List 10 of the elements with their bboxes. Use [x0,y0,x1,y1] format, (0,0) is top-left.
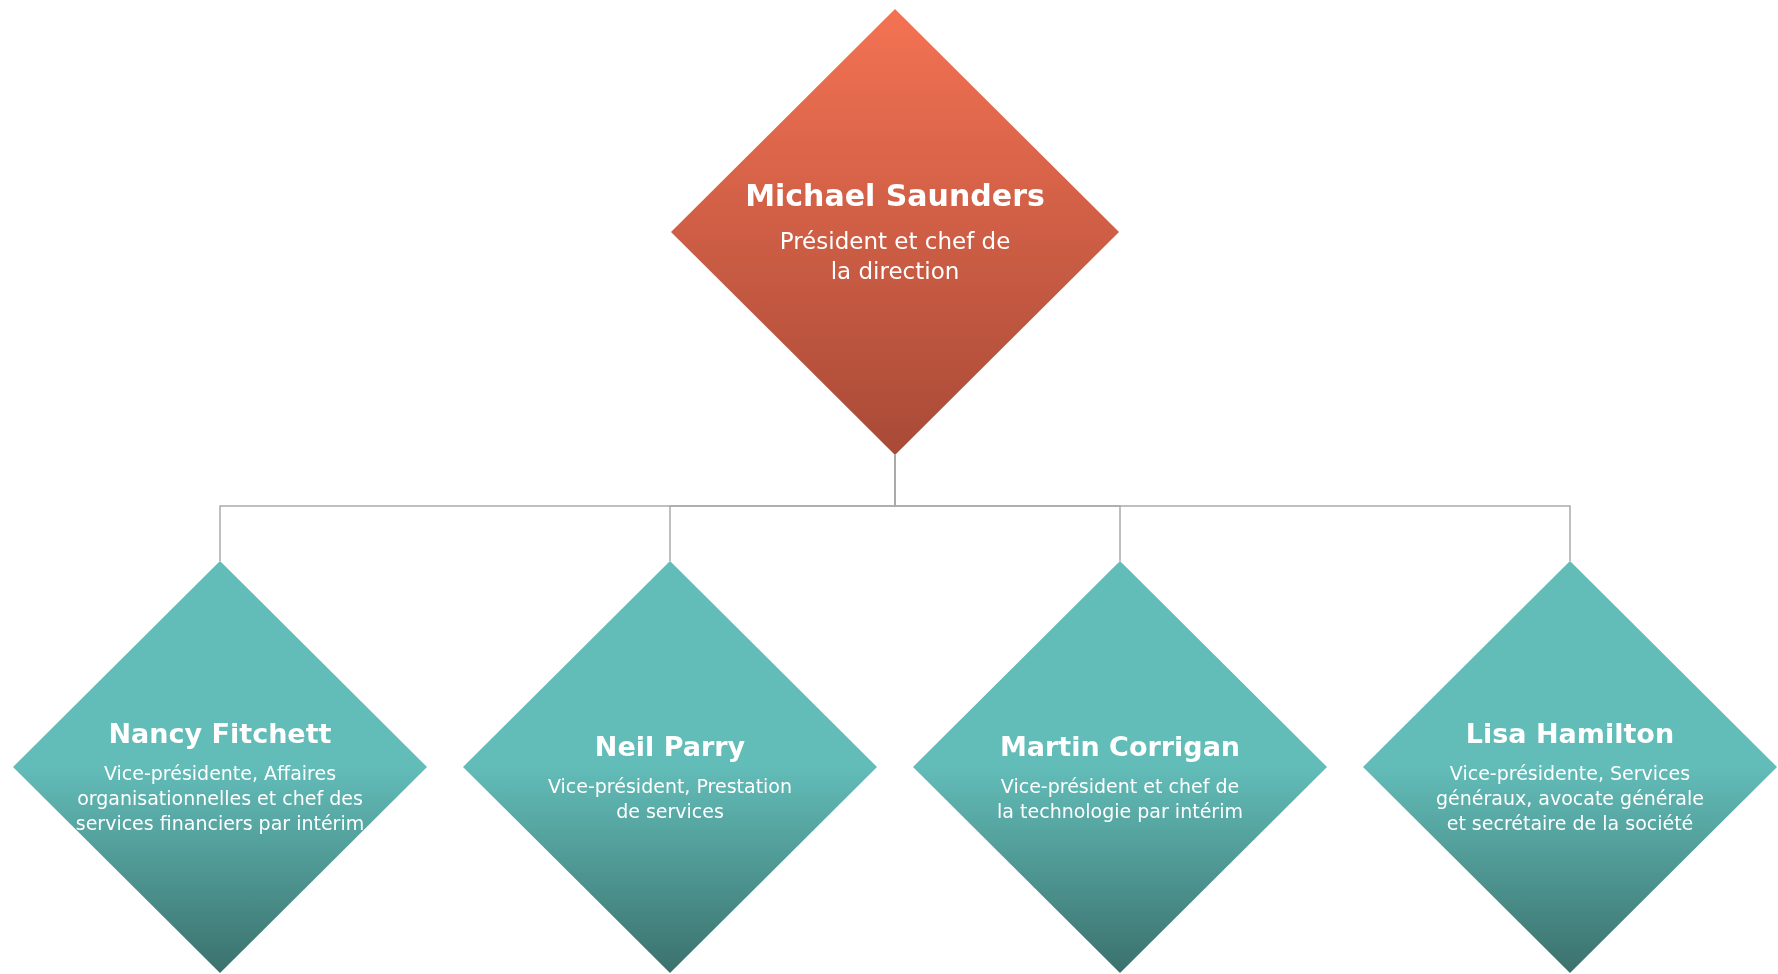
job-title: Vice-présidente, Services généraux, avocate générale et secrétaire de la société [1435,761,1705,836]
job-title: Vice-présidente, Affaires organisationnelles et chef des services financiers par intérim [74,761,366,836]
job-title: Président et chef de la direction [778,226,1012,286]
person-name: Nancy Fitchett [108,718,332,750]
person-name: Neil Parry [594,730,746,762]
job-title: Vice-président et chef de la technologie par intérim [996,773,1244,824]
person-name: Michael Saunders [745,177,1045,213]
job-title: Vice-président, Prestation de services [546,773,794,824]
person-name: Lisa Hamilton [1465,718,1675,750]
person-name: Martin Corrigan [999,730,1241,762]
